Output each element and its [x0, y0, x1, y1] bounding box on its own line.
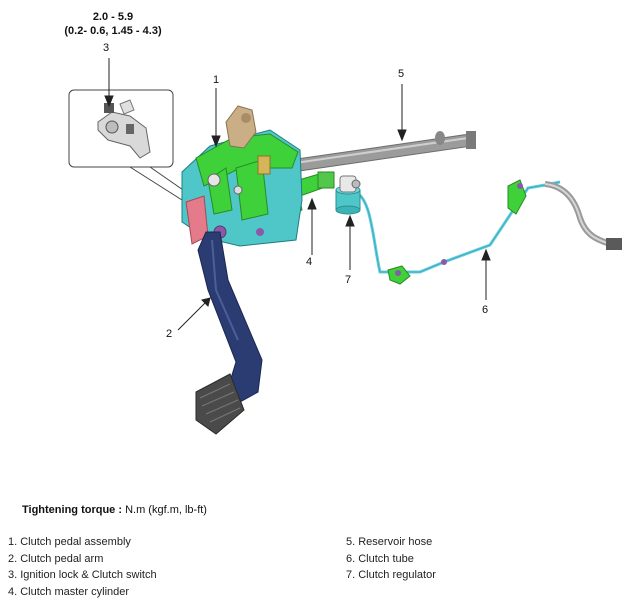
- legend-item: 2. Clutch pedal arm: [8, 552, 104, 565]
- ignition-clutch-switch-icon: [97, 99, 151, 159]
- torque-caption: Tightening torque : N.m (kgf.m, lb-ft): [22, 504, 207, 516]
- callout-5: 5: [398, 68, 405, 80]
- clutch-assembly-diagram: [68, 58, 622, 435]
- reservoir-hose-shape: [289, 131, 476, 173]
- leader-lines: [104, 58, 491, 331]
- callout-3: 3: [103, 42, 110, 54]
- legend-item: 1. Clutch pedal assembly: [8, 536, 131, 548]
- callout-1: 1: [213, 74, 220, 86]
- callout-6: 6: [482, 304, 489, 316]
- legend-item: 3. Ignition lock & Clutch switch: [8, 569, 157, 581]
- torque-caption-units: N.m (kgf.m, lb-ft): [125, 504, 207, 516]
- pedal-arm-shape: [195, 231, 263, 435]
- clutch-tube-shape: [351, 179, 622, 285]
- torque-caption-label: Tightening torque :: [22, 504, 123, 516]
- callout-7: 7: [345, 274, 352, 286]
- torque-spec: 2.0 - 5.9 (0.2- 0.6, 1.45 - 4.3): [48, 10, 178, 38]
- legend-item: 6. Clutch tube: [346, 552, 414, 565]
- clutch-regulator-shape: [335, 175, 361, 215]
- torque-value-alt: (0.2- 0.6, 1.45 - 4.3): [64, 25, 162, 37]
- legend-right: 5. Reservoir hose 6. Clutch tube 7. Clut…: [346, 534, 436, 584]
- torque-value-nm: 2.0 - 5.9: [92, 11, 134, 23]
- switch-detail-inset: [68, 89, 187, 201]
- legend-item: 4. Clutch master cylinder: [8, 585, 130, 598]
- legend-left: 1. Clutch pedal assembly 2. Clutch pedal…: [8, 534, 157, 600]
- callout-2: 2: [166, 328, 173, 340]
- legend-item: 7. Clutch regulator: [346, 569, 436, 581]
- legend-item: 5. Reservoir hose: [346, 536, 433, 548]
- pedal-assembly-shape: [181, 105, 303, 247]
- callout-4: 4: [306, 256, 313, 268]
